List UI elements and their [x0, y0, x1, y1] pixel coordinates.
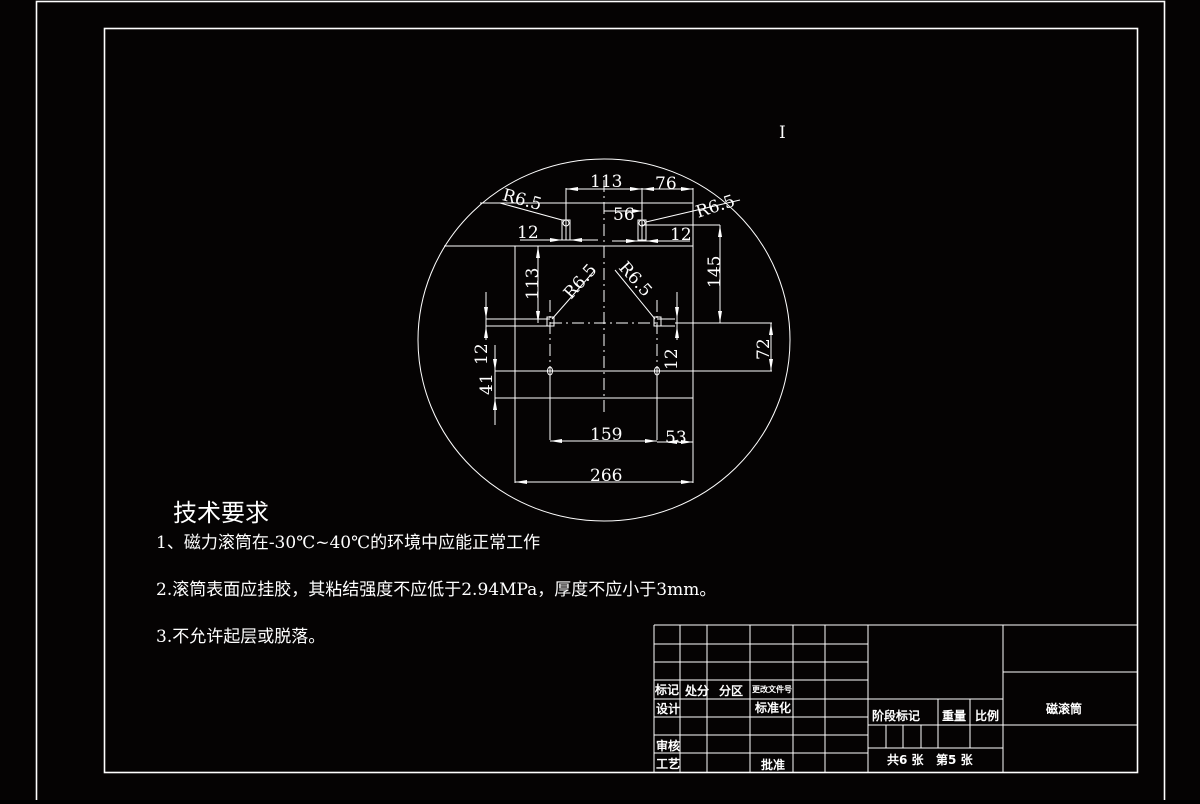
view-label: I [779, 123, 786, 143]
dim-76: 76 [655, 174, 677, 194]
dim-r65-top-right: R6.5 [694, 191, 738, 222]
dim-12-top-right: 12 [670, 225, 692, 245]
dim-159: 159 [590, 425, 622, 445]
dim-12-left-vertical: 12 [472, 343, 492, 365]
dim-72: 72 [754, 338, 774, 360]
dim-53: 53 [665, 428, 687, 448]
dim-145: 145 [705, 256, 725, 288]
dim-266: 266 [590, 466, 622, 486]
dim-12-top-left: 12 [517, 223, 539, 243]
dim-12-right-vertical: 12 [662, 348, 682, 370]
dim-113-top: 113 [590, 172, 622, 192]
dimension-lines [484, 187, 773, 484]
dim-r65-mid-left: R6.5 [560, 260, 602, 303]
dim-113-vertical: 113 [523, 268, 543, 300]
dimension-texts: 113 76 56 12 12 R6.5 R6.5 113 145 R6.5 R… [472, 172, 774, 486]
dim-r65-top-left: R6.5 [500, 185, 544, 215]
mounting-holes [546, 219, 662, 376]
title-block-grid [653, 624, 1137, 772]
dim-41: 41 [477, 373, 497, 395]
outer-border [35, 0, 1166, 803]
extension-lines [444, 188, 772, 483]
inner-frame [103, 27, 1139, 774]
dim-56: 56 [613, 205, 635, 225]
drum-circle [417, 158, 791, 522]
